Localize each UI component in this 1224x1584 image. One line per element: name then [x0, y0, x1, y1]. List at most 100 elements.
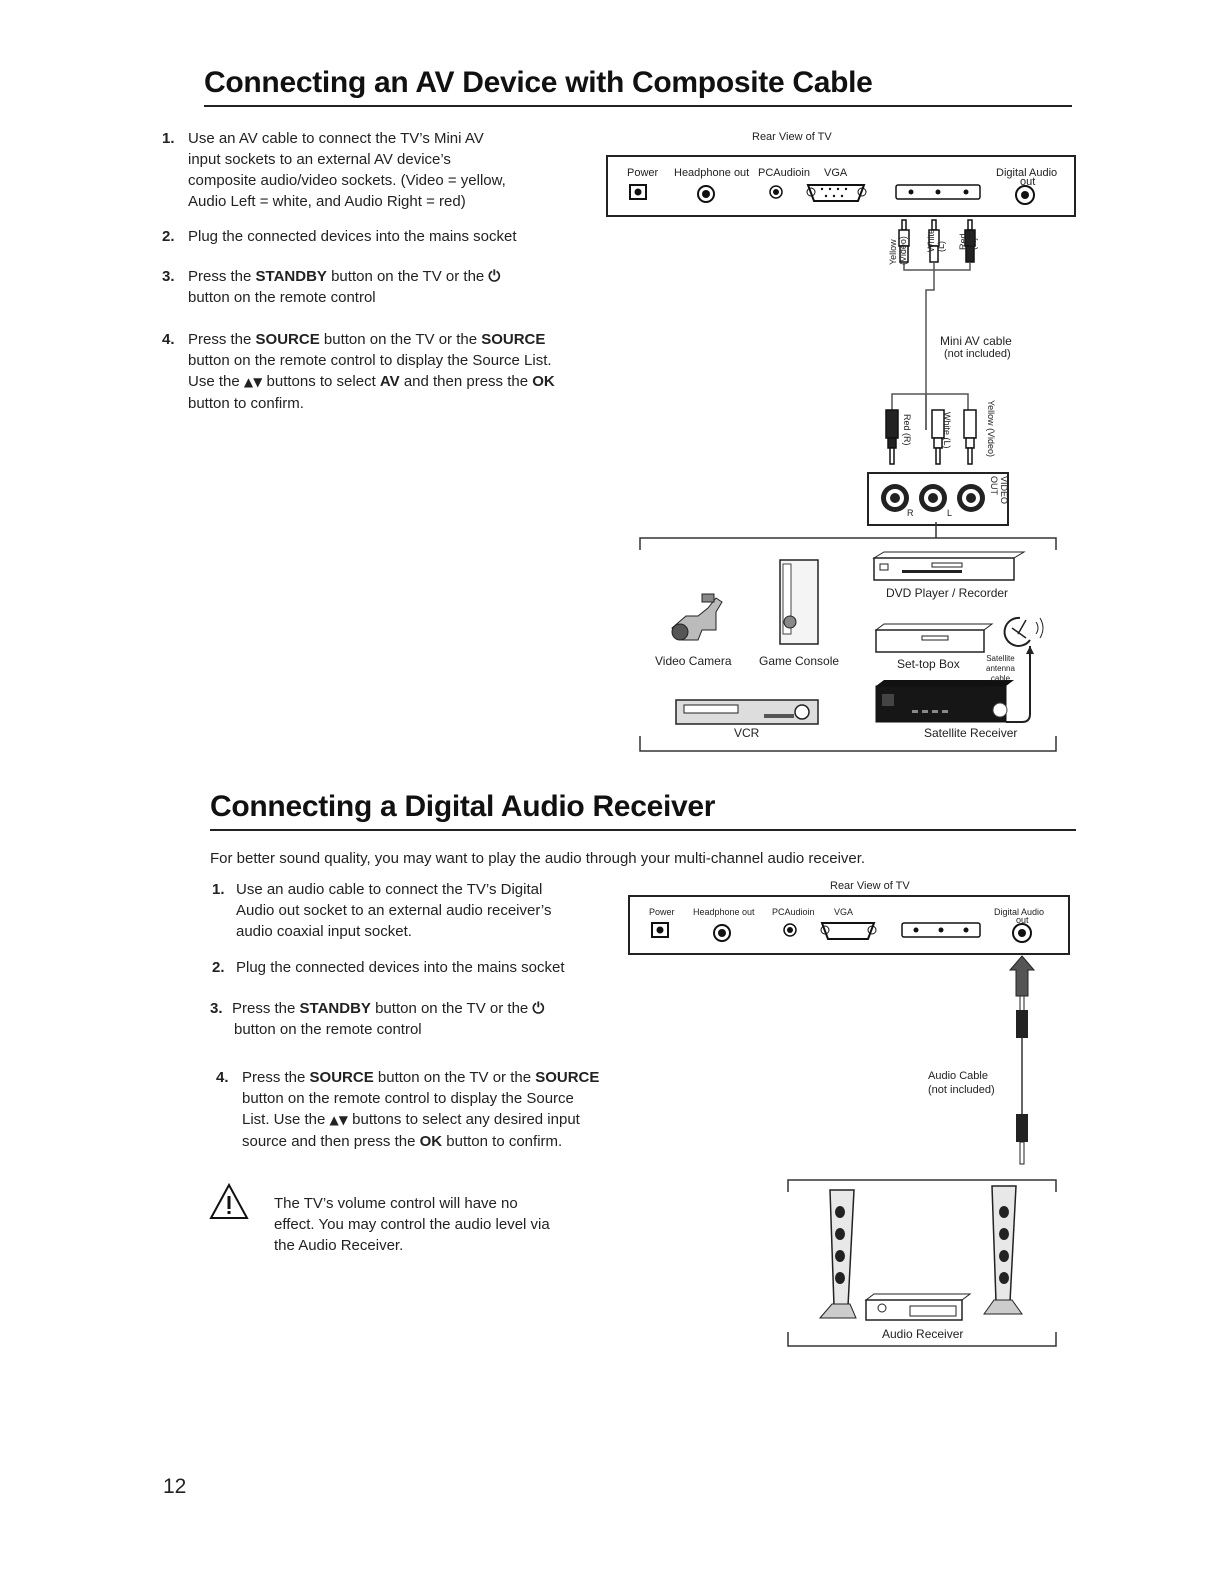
- av-devices-graphic: [671, 551, 1044, 725]
- s2-step1-line2: Audio out socket to an external audio re…: [236, 902, 552, 919]
- headphone-port-label-2: Headphone out: [693, 907, 755, 917]
- rear-view-label-2: Rear View of TV: [830, 880, 910, 892]
- power-icon: ⏻: [488, 267, 501, 285]
- section1-rule: [204, 105, 1072, 107]
- step4-l3c: buttons to select: [262, 373, 380, 390]
- step3-text: Press the STANDBY button on the TV or th…: [188, 266, 500, 308]
- step1-line1: Use an AV cable to connect the TV’s Mini…: [188, 130, 484, 147]
- step1-line2: input sockets to an external AV device’s: [188, 151, 451, 168]
- ok-keyword: OK: [532, 373, 555, 390]
- s2-step4-l1a: Press the: [242, 1069, 310, 1086]
- warning-line2: effect. You may control the audio level …: [274, 1216, 550, 1233]
- step4-l1c: button on the TV or the: [319, 331, 482, 348]
- step1-text: Use an AV cable to connect the TV’s Mini…: [188, 128, 506, 212]
- devices-bracket: [639, 522, 1057, 752]
- tv-rear-panel-2: Power Headphone out PCAudioin VGA Digita…: [628, 895, 1070, 955]
- s2-standby-keyword: STANDBY: [299, 1000, 371, 1017]
- source-keyword-2: SOURCE: [481, 331, 546, 348]
- audio-cable-graphic: [1008, 955, 1036, 1165]
- s2-step3-pre: Press the: [232, 1000, 300, 1017]
- s2-step4-l1c: button on the TV or the: [373, 1069, 536, 1086]
- s2-step4-text: Press the SOURCE button on the TV or the…: [242, 1067, 599, 1152]
- plug-label-white-top: White (L): [926, 228, 946, 252]
- antenna-label-line1: Satellite: [986, 654, 1015, 663]
- s2-step4-number: 4.: [216, 1069, 229, 1086]
- tv-rear-panel: Power Headphone out PCAudioin VGA Digita…: [606, 155, 1076, 217]
- s2-step4-l3a: List. Use the: [242, 1111, 330, 1128]
- dvd-label: DVD Player / Recorder: [886, 586, 1009, 600]
- section2-intro: For better sound quality, you may want t…: [210, 850, 866, 867]
- antenna-label-line2: antenna: [986, 664, 1015, 673]
- plug-label-red-bottom: Red (R): [902, 414, 912, 446]
- s2-step4-line2: button on the remote control to display …: [242, 1090, 574, 1107]
- plug-label-white-bottom: White (L): [942, 412, 952, 449]
- s2-source-keyword-2: SOURCE: [535, 1069, 600, 1086]
- step3-mid: button on the TV or the: [326, 268, 489, 285]
- warning-line3: the Audio Receiver.: [274, 1237, 404, 1254]
- step3-pre: Press the: [188, 268, 256, 285]
- mini-av-cable-note: (not included): [944, 348, 1011, 360]
- vcr-label: VCR: [734, 726, 760, 740]
- section1-steps: 1. Use an AV cable to connect the TV’s M…: [160, 128, 600, 428]
- power-port-label: Power: [627, 167, 659, 179]
- video-out-label: VIDEO OUT: [989, 476, 1009, 505]
- step1-line3: composite audio/video sockets. (Video = …: [188, 172, 506, 189]
- s2-step4-l4: source and then press the: [242, 1133, 420, 1150]
- antenna-cable-label: Satellite antenna cable: [986, 654, 1015, 684]
- plug-label-yellow-top: Yellow (Video): [888, 236, 908, 265]
- s2-step3-text: Press the STANDBY button on the TV or th…: [232, 998, 544, 1040]
- rear-view-label: Rear View of TV: [752, 131, 832, 143]
- vga-port-label: VGA: [824, 167, 848, 179]
- step3-line2: button on the remote control: [188, 289, 376, 306]
- audio-receiver-label: Audio Receiver: [882, 1327, 964, 1341]
- s2-step3-mid: button on the TV or the: [370, 1000, 533, 1017]
- headphone-port-label: Headphone out: [674, 167, 750, 179]
- av-sockets-graphic: [881, 484, 985, 512]
- s2-power-icon: ⏻: [532, 999, 545, 1017]
- section2-steps: 1. Use an audio cable to connect the TV’…: [210, 879, 620, 1159]
- s2-step4-l3c: buttons to select any desired input: [348, 1111, 580, 1128]
- step4-line2: button on the remote control to display …: [188, 352, 552, 369]
- page-number: 12: [163, 1475, 187, 1498]
- plug-label-red-top: Red (R): [958, 233, 978, 250]
- step4-line1: Press the SOURCE button on the TV or the…: [188, 329, 555, 350]
- audio-cable-note: (not included): [928, 1084, 995, 1096]
- step4-l1a: Press the: [188, 331, 256, 348]
- tv-ports-graphic-2: [651, 922, 1032, 943]
- s2-step4-l4c: button to confirm.: [442, 1133, 563, 1150]
- step1-number: 1.: [162, 130, 175, 147]
- s2-step3-number: 3.: [210, 1000, 223, 1017]
- pc-audio-port-label: PCAudioin: [758, 167, 810, 179]
- s2-step1-number: 1.: [212, 881, 225, 898]
- s2-ok-keyword: OK: [419, 1133, 443, 1150]
- s2-step4-line1: Press the SOURCE button on the TV or the…: [242, 1067, 599, 1088]
- warning-icon: [209, 1182, 249, 1219]
- step2-number: 2.: [162, 228, 175, 245]
- arrow-keys-icon: ▲▼: [243, 375, 263, 389]
- satellite-receiver-label: Satellite Receiver: [924, 726, 1018, 740]
- device-av-out-sockets: R L VIDEO OUT: [867, 472, 1009, 526]
- av-keyword: AV: [379, 373, 400, 390]
- socket-r-label: R: [907, 508, 914, 518]
- s2-source-keyword: SOURCE: [309, 1069, 374, 1086]
- standby-keyword: STANDBY: [255, 268, 327, 285]
- antenna-label-line3: cable: [990, 674, 1011, 683]
- warning-line1: The TV’s volume control will have no: [274, 1195, 518, 1212]
- mini-av-cable-label: Mini AV cable: [940, 334, 1012, 348]
- step4-text: Press the SOURCE button on the TV or the…: [188, 329, 555, 414]
- step4-line4: button to confirm.: [188, 395, 304, 412]
- step2-text: Plug the connected devices into the main…: [188, 228, 517, 245]
- s2-step2-number: 2.: [212, 959, 225, 976]
- plug-label-yellow-bottom: Yellow (Video): [986, 400, 996, 458]
- pc-audio-port-label-2: PCAudioin: [772, 907, 815, 917]
- section1-title: Connecting an AV Device with Composite C…: [204, 66, 873, 99]
- set-top-box-label: Set-top Box: [897, 657, 960, 671]
- warning-text: The TV’s volume control will have no eff…: [274, 1193, 550, 1256]
- s2-step4-line3: List. Use the ▲▼ buttons to select any d…: [242, 1109, 599, 1131]
- step4-line3: Use the ▲▼ buttons to select AV and then…: [188, 371, 555, 393]
- section2-rule: [210, 829, 1076, 831]
- audio-receiver-graphic: [787, 1179, 1057, 1347]
- socket-l-label: L: [947, 508, 953, 518]
- game-console-label: Game Console: [759, 654, 840, 668]
- audio-cable-label: Audio Cable: [928, 1070, 988, 1082]
